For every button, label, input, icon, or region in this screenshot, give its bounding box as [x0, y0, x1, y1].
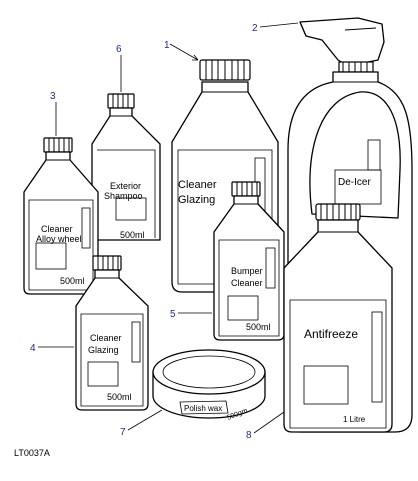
cleaner-alloy-label-line1: Cleaner	[41, 224, 73, 234]
cleaner-glazing-small-bottle: Cleaner Glazing 500ml	[75, 255, 149, 411]
cleaner-glazing-large-label-line1: Cleaner	[178, 179, 217, 191]
antifreeze-bottle: Antifreeze 1 Litre	[283, 203, 393, 433]
figure-reference: LT0037A	[14, 448, 50, 458]
callout-3: 3	[50, 91, 56, 102]
deicer-label: De-Icer	[338, 177, 371, 188]
cleaner-glazing-small-volume: 500ml	[107, 392, 132, 402]
callout-5: 5	[170, 309, 176, 320]
bumper-cleaner-label-line2: Cleaner	[231, 278, 263, 288]
callout-2: 2	[252, 23, 258, 34]
callout-4: 4	[30, 343, 36, 354]
cleaner-glazing-small-label-line2: Glazing	[88, 345, 119, 355]
callout-8: 8	[246, 430, 252, 441]
antifreeze-label: Antifreeze	[304, 327, 358, 341]
cleaner-alloy-wheel-bottle: Cleaner Alloy wheel 500ml	[23, 137, 99, 295]
bumper-cleaner-label-line1: Bumper	[231, 266, 263, 276]
polish-wax-label: Polish wax	[184, 404, 222, 413]
cleaner-alloy-label-line2: Alloy wheel	[36, 234, 82, 244]
cleaner-alloy-volume: 500ml	[60, 276, 85, 286]
exterior-shampoo-label-line1: Exterior	[110, 181, 141, 191]
antifreeze-volume: 1 Litre	[343, 415, 366, 424]
polish-wax-tin: Polish wax 500gm	[152, 349, 266, 422]
exterior-shampoo-volume: 500ml	[120, 230, 145, 240]
bumper-cleaner-bottle: Bumper Cleaner 500ml	[213, 181, 285, 341]
callout-7: 7	[120, 427, 126, 438]
bumper-cleaner-volume: 500ml	[246, 322, 271, 332]
exterior-shampoo-label-line2: Shampoo	[104, 191, 143, 201]
callouts: 1 2 3 4 5 6 7 8	[30, 22, 299, 441]
exterior-shampoo-bottle: Exterior Shampoo 500ml	[91, 93, 161, 241]
cleaner-glazing-small-label-line1: Cleaner	[90, 333, 122, 343]
callout-6: 6	[116, 44, 122, 55]
cleaner-glazing-large-label-line2: Glazing	[178, 194, 215, 206]
callout-1: 1	[164, 40, 170, 51]
